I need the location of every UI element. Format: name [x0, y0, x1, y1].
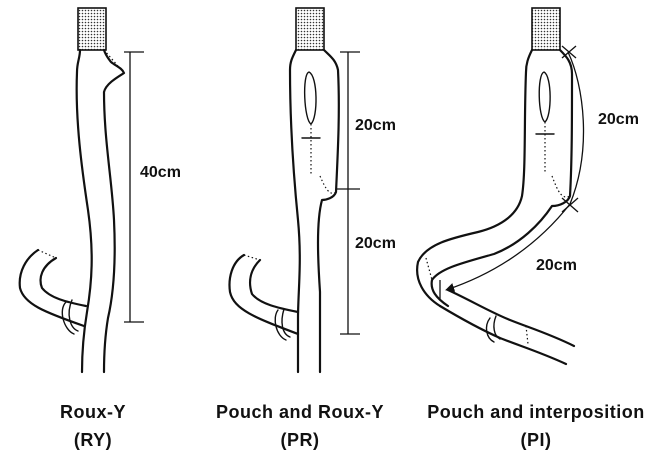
measure-pi-1: 20cm	[598, 111, 639, 128]
code-ry: (RY)	[74, 430, 112, 450]
panel-pr: 20cm 20cm Pouch and Roux-Y (PR)	[216, 8, 396, 450]
esophagus-stump-pi	[532, 8, 560, 50]
code-pi: (PI)	[521, 430, 552, 450]
distal-jejunum-pi	[440, 290, 574, 364]
caption-pi: Pouch and interposition	[427, 402, 645, 422]
caption-pr: Pouch and Roux-Y	[216, 402, 384, 422]
panel-ry: 40cm Roux-Y (RY)	[20, 8, 181, 450]
dimension-20cm-upper-pr: 20cm	[340, 52, 396, 189]
dimension-20cm-upper-pi: 20cm	[562, 46, 639, 204]
dimension-40cm: 40cm	[124, 52, 181, 322]
biliopancreatic-limb-ry	[20, 250, 86, 334]
jejunal-limb-ry	[77, 50, 124, 372]
panel-pi: 20cm 20cm Pouch and interposition (PI)	[417, 8, 645, 450]
caption-ry: Roux-Y	[60, 402, 126, 422]
measure-pr-2: 20cm	[355, 235, 396, 252]
dimension-20cm-lower-pi: 20cm	[440, 198, 578, 300]
dimension-20cm-lower-pr: 20cm	[336, 189, 396, 334]
esophagus-stump-ry	[78, 8, 106, 50]
jejunal-pouch-pr	[290, 50, 339, 372]
biliopancreatic-limb-pr	[230, 255, 298, 340]
code-pr: (PR)	[281, 430, 320, 450]
measure-pi-2: 20cm	[536, 257, 577, 274]
esophagus-stump-pr	[296, 8, 324, 50]
measure-ry-1: 40cm	[140, 164, 181, 181]
measure-pr-1: 20cm	[355, 117, 396, 134]
